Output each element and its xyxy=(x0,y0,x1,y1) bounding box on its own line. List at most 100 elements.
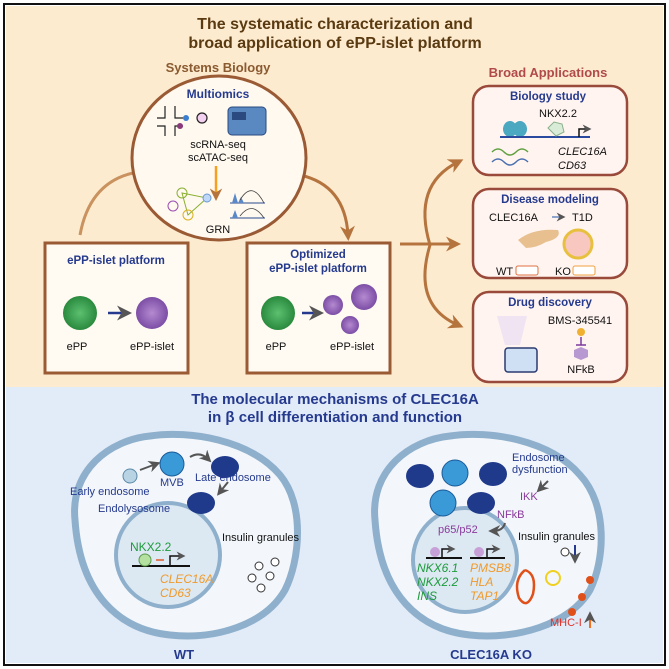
drug-target-label: NFkB xyxy=(567,364,595,376)
bottom-title-line2: in β cell differentiation and function xyxy=(208,409,462,426)
ko-up-gene-2: HLA xyxy=(470,575,493,589)
epp-cluster-icon xyxy=(63,296,97,330)
endosome-dysfunction-line2: dysfunction xyxy=(512,464,568,476)
ko-insulin-label: Insulin granules xyxy=(518,531,596,543)
endolysosome-label: Endolysosome xyxy=(98,503,170,515)
promoter-arrow-icon xyxy=(441,544,456,558)
epp-cluster-icon xyxy=(261,296,295,330)
golgi-vesicle-icon xyxy=(545,570,561,586)
epp-islet-cluster-icon xyxy=(351,284,377,310)
well-plate-icon xyxy=(504,347,538,373)
optimized-title-line2: ePP-islet platform xyxy=(269,263,367,275)
biology-study-title: Biology study xyxy=(510,91,587,103)
mrna-icon xyxy=(491,158,529,166)
arrow-to-drug-discovery xyxy=(423,244,464,329)
ko-label: CLEC16A KO xyxy=(450,647,532,662)
optimized-platform-box: Optimized ePP-islet platform ePP ePP-isl… xyxy=(245,241,392,375)
optimized-title-line1: Optimized xyxy=(290,249,346,261)
wt-insulin-label: Insulin granules xyxy=(222,532,300,544)
promoter-arrow-icon xyxy=(486,544,501,558)
epp-islet-cluster-icon xyxy=(323,295,343,315)
optimized-epp-islet-label: ePP-islet xyxy=(330,341,374,353)
grn-label: GRN xyxy=(206,224,231,236)
sequencer-icon xyxy=(227,106,267,136)
disease-modeling-title: Disease modeling xyxy=(501,194,599,206)
wt-label: WT xyxy=(174,647,194,662)
nucleosome-icon xyxy=(503,121,527,137)
curve-arrow-left xyxy=(78,170,139,236)
insulin-granule-icon xyxy=(560,547,570,557)
disease-wt-label: WT xyxy=(496,266,513,278)
arrow-icon xyxy=(189,449,212,463)
ko-down-gene-3: INS xyxy=(417,589,437,603)
scrna-seq-label: scRNA-seq xyxy=(190,139,246,151)
disease-label: T1D xyxy=(572,212,593,224)
biology-gene1: CLEC16A xyxy=(558,146,607,158)
p65-p52-label: p65/p52 xyxy=(438,524,478,536)
disease-ko-label: KO xyxy=(555,266,571,278)
top-title-line2: broad application of ePP-islet platform xyxy=(188,35,481,52)
arrow-to-biology-study xyxy=(423,159,464,246)
wt-tf-label: NKX2.2 xyxy=(130,540,172,554)
disease-modeling-box: Disease modeling CLEC16A T1D WT KO xyxy=(471,187,629,280)
platform-epp-label: ePP xyxy=(67,341,88,353)
drug-discovery-box: Drug discovery BMS-345541 NFkB xyxy=(471,290,629,384)
endolysosome-icon xyxy=(187,492,215,514)
epp-islet-platform-box: ePP-islet platform ePP ePP-islet xyxy=(43,241,190,375)
tf-protein-icon xyxy=(138,553,152,567)
promoter-arrow-icon xyxy=(578,124,592,137)
epp-islet-cluster-icon xyxy=(341,316,359,334)
mvb-label: MVB xyxy=(160,477,184,489)
epp-islet-cluster-icon xyxy=(136,297,168,329)
scatac-seq-label: scATAC-seq xyxy=(188,152,248,164)
platform-title: ePP-islet platform xyxy=(67,255,165,267)
biology-gene2: CD63 xyxy=(558,160,587,172)
wt-cell: MVB Late endosome Early endosome Endolys… xyxy=(70,430,301,662)
insulin-granules-icon xyxy=(247,557,280,593)
inhibition-icon xyxy=(576,337,586,346)
endosome-dysfunction-line1: Endosome xyxy=(512,452,565,464)
wt-dish-icon xyxy=(515,265,539,276)
disease-gene-label: CLEC16A xyxy=(489,212,539,224)
multiomics-title: Multiomics xyxy=(187,87,250,101)
clec16a-ko-cell: Endosome dysfunction IKK NFkB p65/p52 NK… xyxy=(371,430,605,662)
arrow-icon xyxy=(139,460,161,473)
mvb-icon xyxy=(159,451,185,477)
bottom-title-line1: The molecular mechanisms of CLEC16A xyxy=(191,391,479,408)
biology-study-box: Biology study NKX2.2 CLEC16A CD63 xyxy=(471,84,629,177)
early-endosome-icon xyxy=(122,468,138,484)
biology-tf-label: NKX2.2 xyxy=(539,108,577,120)
microfluidic-chip-icon xyxy=(157,106,208,136)
ko-dish-icon xyxy=(572,265,596,276)
arrow-icon xyxy=(536,479,550,493)
top-title-line1: The systematic characterization and xyxy=(197,16,473,33)
ko-up-gene-3: TAP1 xyxy=(470,589,499,603)
late-endosome-icon xyxy=(211,456,239,478)
tf-protein-icon xyxy=(547,121,565,137)
ko-down-gene-1: NKX6.1 xyxy=(417,561,458,575)
nfkb-protein-icon xyxy=(574,347,588,360)
drug-discovery-title: Drug discovery xyxy=(508,297,592,309)
nfkb-label: NFkB xyxy=(497,509,525,521)
islet-icon xyxy=(562,228,594,260)
curve-arrow-right xyxy=(299,173,355,241)
broad-applications-label: Broad Applications xyxy=(489,65,608,80)
wt-nucleus xyxy=(114,501,222,609)
systems-biology-label: Systems Biology xyxy=(166,60,272,75)
wt-gene1: CLEC16A xyxy=(160,572,213,586)
compound-library-icon xyxy=(497,316,527,345)
peak-track-icon xyxy=(230,190,265,219)
ikk-label: IKK xyxy=(520,491,538,503)
wt-gene2: CD63 xyxy=(160,586,191,600)
late-endosome-label: Late endosome xyxy=(195,472,271,484)
multiomics-circle: Multiomics scRNA-seq scATAC-seq GRN xyxy=(130,74,308,242)
early-endosome-label: Early endosome xyxy=(70,486,150,498)
drug-name-label: BMS-345541 xyxy=(548,315,612,327)
p65-protein-icon xyxy=(430,547,440,557)
p65-protein-icon xyxy=(474,547,484,557)
ko-up-gene-1: PMSB8 xyxy=(470,561,511,575)
dysfunctional-endosomes-icon xyxy=(406,459,507,517)
arrow-icon xyxy=(488,522,506,537)
mhc-i-molecules-icon xyxy=(568,576,594,616)
